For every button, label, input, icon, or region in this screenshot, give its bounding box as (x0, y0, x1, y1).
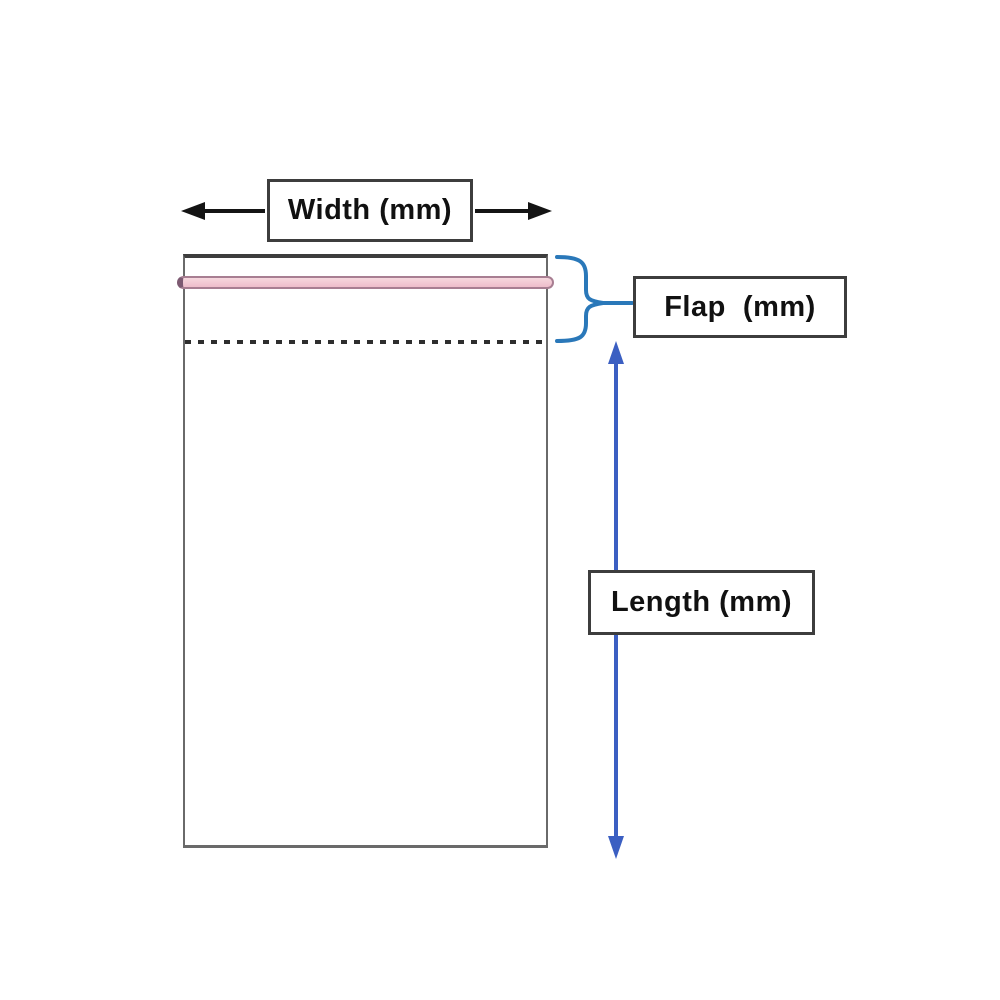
adhesive-strip (177, 276, 554, 289)
width-arrow-left-icon (181, 202, 265, 220)
width-arrow-right-icon (475, 202, 552, 220)
flap-brace-icon (555, 255, 634, 343)
flap-label: Flap (mm) (664, 290, 816, 323)
width-label: Width (mm) (287, 194, 453, 226)
length-label-box: Length (mm) (588, 570, 815, 635)
fold-dotted-line (185, 340, 545, 344)
flap-label-box: Flap (mm) (633, 276, 847, 338)
width-label-box: Width (mm) (267, 179, 473, 242)
length-label: Length (mm) (610, 586, 793, 618)
bag-outline (183, 254, 548, 848)
